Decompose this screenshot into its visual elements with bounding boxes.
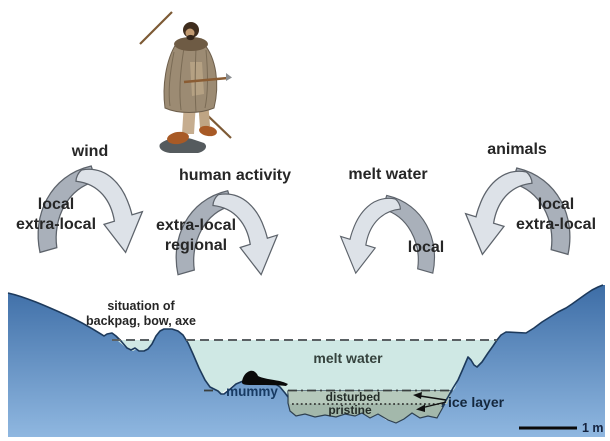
mummy-label: mummy xyxy=(226,384,278,399)
scale-label-wind: local extra-local xyxy=(4,195,108,235)
ice-layer-disturbed-region xyxy=(288,391,452,404)
scale-line: local xyxy=(37,196,75,213)
cross-section-diagram: situation of backpag, bow, axe melt wate… xyxy=(7,284,605,437)
axe-head xyxy=(226,73,232,81)
scale-line: local xyxy=(407,239,445,256)
iceman-figure xyxy=(139,11,232,153)
ice-layer-label: ice layer xyxy=(448,394,505,410)
scale-line: regional xyxy=(164,237,228,254)
melt-water-label: melt water xyxy=(313,350,383,366)
bedrock-terrain xyxy=(8,285,605,437)
process-label-human-activity: human activity xyxy=(178,167,292,184)
scale-line: local xyxy=(537,196,575,213)
iceman-shoe xyxy=(199,125,217,137)
scale-line: extra-local xyxy=(155,217,237,234)
iceman-beard xyxy=(186,34,195,41)
scale-label-human-activity: extra-local regional xyxy=(144,216,248,256)
iceman-tunic xyxy=(190,62,204,96)
iceman-shoe xyxy=(167,131,189,145)
disturbed-label: disturbed xyxy=(326,390,381,404)
mummy-icon xyxy=(242,370,288,386)
process-label-melt-water: melt water xyxy=(348,166,428,183)
scale-label-melt-water: local xyxy=(386,238,466,258)
terrain-outline-right xyxy=(441,284,604,408)
ice-layer-arrow xyxy=(420,401,447,409)
melt-water-body xyxy=(186,340,497,397)
scale-label-animals: local extra-local xyxy=(504,195,608,235)
terrain-outline xyxy=(7,292,289,398)
iceman-fur-cape xyxy=(163,43,218,113)
staff-icon xyxy=(205,113,232,139)
iceman-collar xyxy=(174,37,208,51)
process-label-wind: wind xyxy=(71,143,109,160)
arrowhead-icon xyxy=(416,404,425,412)
arrowhead-icon xyxy=(413,392,422,399)
scale-line: extra-local xyxy=(15,216,97,233)
process-label-animals: animals xyxy=(487,141,547,158)
scale-line: extra-local xyxy=(515,216,597,233)
scale-bar xyxy=(519,426,577,430)
scale-bar-label: 1 m xyxy=(582,421,604,435)
pristine-label: pristine xyxy=(328,403,372,417)
situation-label-line2: backpag, bow, axe xyxy=(86,314,196,328)
ice-layer-arrow xyxy=(416,394,447,401)
arch-arrow-melt-water xyxy=(340,194,436,274)
situation-label-line1: situation of xyxy=(107,299,175,313)
axe-icon xyxy=(183,76,229,84)
bow-stave-icon xyxy=(139,11,173,45)
fur-streaks xyxy=(168,47,208,113)
